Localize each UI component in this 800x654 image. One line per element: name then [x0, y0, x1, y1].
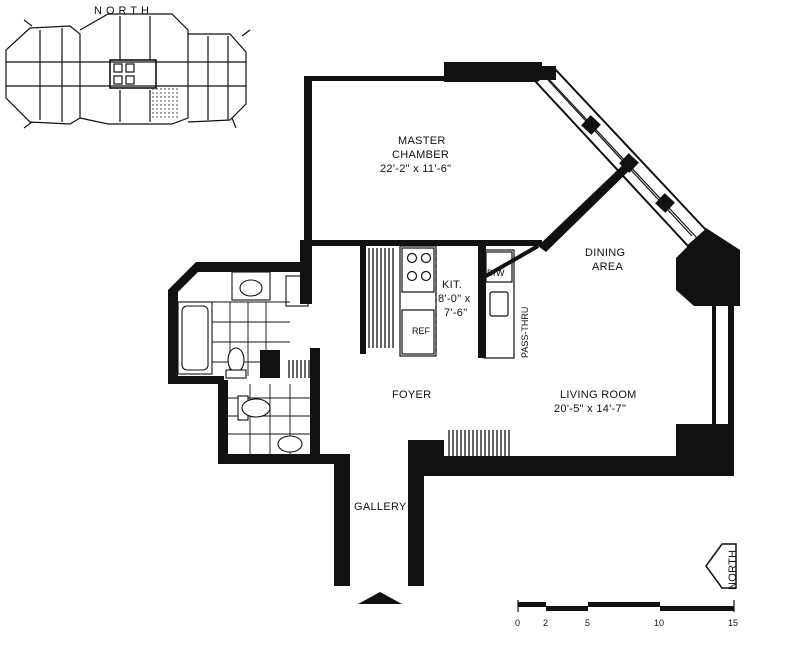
kitchen-fixtures: [399, 245, 515, 359]
closet-hatch: [368, 248, 394, 348]
kitchen-name: KIT.: [442, 279, 462, 291]
scale-tick-0: 0: [515, 618, 520, 628]
bathroom-upper: [177, 271, 309, 379]
key-plan: [5, 13, 251, 129]
master-name-1: MASTER: [398, 135, 446, 147]
master-dims: 22'-2" x 11'-6": [380, 163, 451, 175]
radiator: [446, 430, 510, 456]
scale-bar: [517, 600, 735, 612]
scale-tick-2: 2: [543, 618, 548, 628]
diagonal-window-wall: [534, 66, 708, 248]
living-dims: 20'-5" x 14'-7": [554, 403, 626, 415]
scale-tick-10: 10: [654, 618, 664, 628]
dining-name-1: DINING: [585, 247, 625, 259]
kitchen-dims-2: 7'-6": [444, 307, 467, 319]
dining-name-2: AREA: [592, 261, 624, 273]
key-plan-highlight: [152, 86, 180, 120]
key-plan-north-label: NORTH: [94, 5, 153, 17]
master-name-2: CHAMBER: [392, 149, 449, 161]
scale-tick-15: 15: [728, 618, 738, 628]
pass-thru-label: PASS-THRU: [520, 307, 530, 358]
refrigerator-label: REF: [412, 326, 431, 336]
scale-tick-5: 5: [585, 618, 590, 628]
bathroom-lower: [228, 384, 312, 454]
north-arrow: NORTH: [705, 543, 739, 590]
closet-hatch-small: [288, 360, 310, 378]
gallery-name: GALLERY: [354, 501, 407, 513]
foyer-name: FOYER: [392, 389, 431, 401]
kitchen-dims-1: 8'-0" x: [438, 293, 471, 305]
entry-arrow: [358, 592, 402, 604]
living-name: LIVING ROOM: [560, 389, 637, 401]
dishwasher-label: D/W: [487, 268, 505, 278]
walls: [168, 62, 740, 586]
north-arrow-label: NORTH: [727, 550, 739, 590]
diagonal-partition: [538, 158, 636, 252]
